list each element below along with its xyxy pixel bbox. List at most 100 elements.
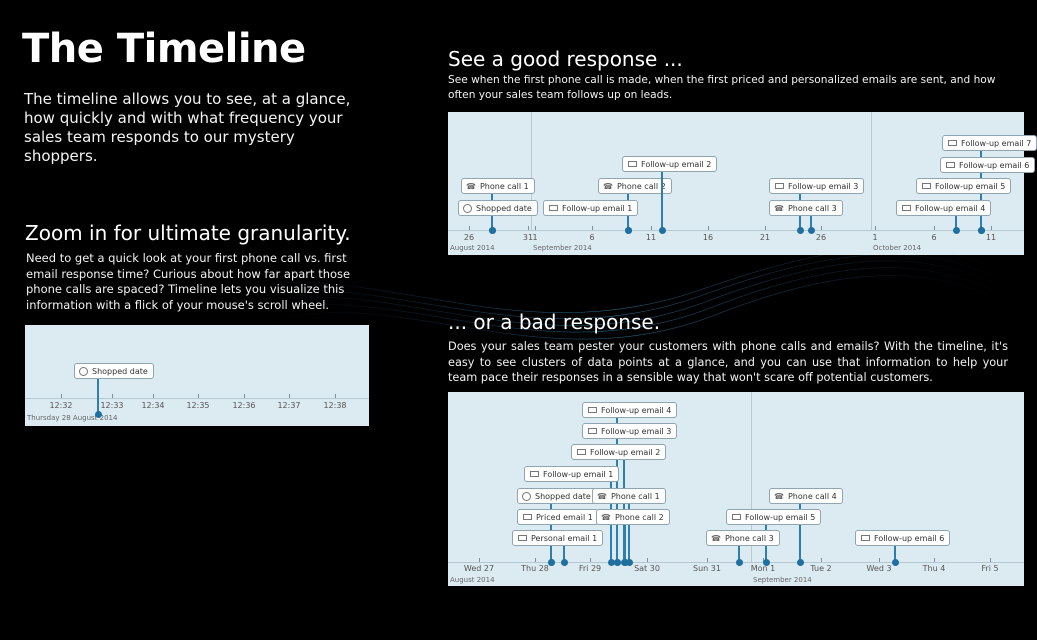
axis-tick-label: Thu 28 [521,564,549,573]
event-label[interactable]: Follow-up email 5 [726,509,822,525]
axis-tick [153,394,154,398]
event-stem [563,546,565,562]
good-response-description: See when the first phone call is made, w… [448,74,996,101]
intro-text: The timeline allows you to see, at a gla… [24,90,351,165]
event-marker[interactable] [977,226,985,234]
email-icon [588,428,597,434]
email-icon [523,514,532,520]
axis-tick [879,558,880,562]
clock-icon [463,203,472,213]
axis-tick-label: 26 [463,233,475,242]
axis-tick [821,226,822,230]
event-label[interactable]: Follow-up email 1 [524,466,620,482]
month-label: August 2014 [450,244,495,252]
email-icon [948,140,957,146]
event-label[interactable]: Follow-up email 6 [855,530,951,546]
event-marker[interactable] [607,558,615,566]
event-label-text: Follow-up email 3 [601,426,672,436]
month-label: October 2014 [873,244,922,252]
event-label[interactable]: Personal email 1 [512,530,604,546]
event-label[interactable]: ☎Phone call 1 [461,178,535,194]
event-label-text: Follow-up email 3 [788,181,859,191]
axis-tick [991,226,992,230]
zoom-description: Need to get a quick look at your first p… [26,251,351,312]
event-label[interactable]: Follow-up email 3 [769,178,865,194]
axis-tick [469,226,470,230]
event-label-text: Follow-up email 4 [601,405,672,415]
event-marker[interactable] [94,410,102,418]
event-label[interactable]: Follow-up email 3 [582,423,678,439]
event-label-text: Follow-up email 5 [745,512,816,522]
axis-tick-label: Fri 29 [578,564,602,573]
axis-tick [244,394,245,398]
event-marker[interactable] [560,558,568,566]
event-label[interactable]: Shopped date [74,363,154,379]
axis-tick-label: 26 [815,233,827,242]
email-icon [902,205,911,211]
event-marker[interactable] [547,558,555,566]
event-marker[interactable] [807,226,815,234]
event-label[interactable]: ☎Phone call 4 [769,488,843,504]
axis-tick [875,226,876,230]
event-label[interactable]: Priced email 1 [517,509,599,525]
axis-tick-label: Tue 2 [810,564,832,573]
axis-tick [708,226,709,230]
event-marker[interactable] [796,226,804,234]
bad-response-description: Does your sales team pester your custome… [448,340,1008,384]
event-marker[interactable] [488,226,496,234]
axis-tick [990,558,991,562]
event-marker[interactable] [625,558,633,566]
event-label-text: Phone call 3 [787,203,837,213]
axis-tick [651,226,652,230]
event-label[interactable]: ☎Phone call 2 [598,178,672,194]
event-label[interactable]: Follow-up email 4 [896,200,992,216]
event-label-text: Follow-up email 2 [590,447,661,457]
event-marker[interactable] [658,226,666,234]
event-label[interactable]: ☎Phone call 3 [769,200,843,216]
event-label[interactable]: Shopped date [458,200,538,216]
event-marker[interactable] [735,558,743,566]
event-label-text: Follow-up email 6 [959,160,1030,170]
axis-tick-label: Wed 3 [866,564,892,573]
event-label-text: Phone call 2 [614,512,664,522]
event-label-text: Phone call 4 [787,491,837,501]
event-label[interactable]: Follow-up email 7 [942,135,1037,151]
event-stem [799,504,801,562]
month-separator [751,392,752,562]
event-label[interactable]: Follow-up email 2 [571,444,667,460]
event-label[interactable]: ☎Phone call 3 [706,530,780,546]
event-marker[interactable] [952,226,960,234]
event-label[interactable]: Shopped date [517,488,597,504]
axis-tick-label: Fri 5 [981,564,999,573]
event-label[interactable]: Follow-up email 5 [916,178,1012,194]
event-marker[interactable] [891,558,899,566]
event-label[interactable]: Follow-up email 4 [582,402,678,418]
axis-tick [647,558,648,562]
axis-tick [934,226,935,230]
axis-tick-label: Mon 1 [750,564,776,573]
event-marker[interactable] [613,558,621,566]
month-label: Thursday 28 August 2014 [27,414,118,422]
event-label[interactable]: ☎Phone call 1 [592,488,666,504]
email-icon [775,183,784,189]
axis-tick [479,558,480,562]
event-label[interactable]: Follow-up email 2 [622,156,718,172]
phone-icon: ☎ [603,181,613,191]
event-label[interactable]: Follow-up email 6 [940,157,1036,173]
event-label[interactable]: ☎Phone call 2 [596,509,670,525]
axis-tick-label: Thu 4 [922,564,946,573]
event-marker[interactable] [624,226,632,234]
axis-tick [934,558,935,562]
event-label[interactable]: Follow-up email 1 [543,200,639,216]
time-axis [448,230,1024,231]
event-marker[interactable] [621,558,629,566]
month-label: September 2014 [753,576,812,584]
event-stem [738,546,740,562]
axis-tick [707,558,708,562]
event-marker[interactable] [796,558,804,566]
event-marker[interactable] [762,558,770,566]
axis-tick-label: Sun 31 [693,564,721,573]
